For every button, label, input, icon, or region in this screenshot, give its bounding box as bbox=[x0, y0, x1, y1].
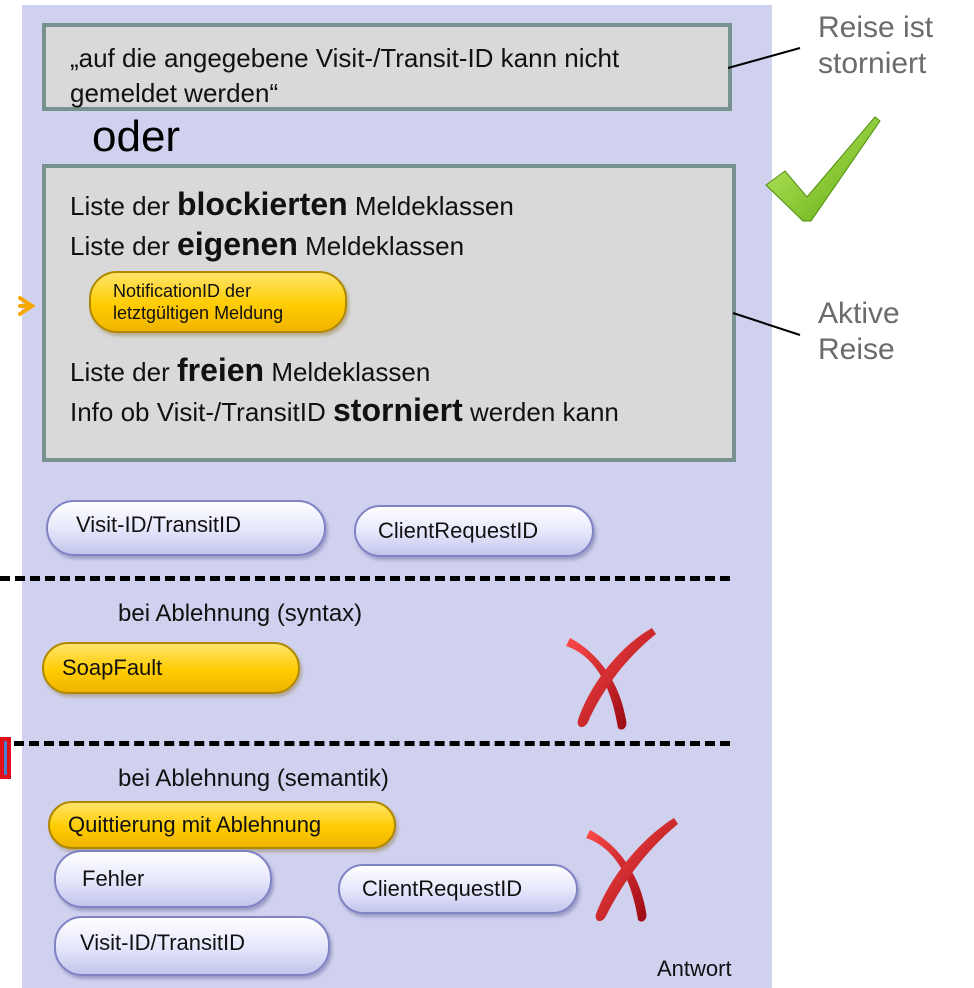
message-text: „auf die angegebene Visit-/Transit-ID ka… bbox=[70, 43, 620, 108]
pill-label: SoapFault bbox=[62, 655, 163, 680]
oder-label: oder bbox=[92, 112, 181, 161]
visit-id-pill-2: Visit-ID/TransitID bbox=[54, 916, 330, 976]
pill-label: NotificationID der letztgültigen Meldung bbox=[113, 281, 284, 323]
client-request-id-pill: ClientRequestID bbox=[354, 505, 594, 557]
line-text: Liste der bbox=[70, 231, 177, 261]
line-text: werden kann bbox=[462, 397, 619, 427]
connector-line-aktiv bbox=[732, 312, 801, 336]
quittierung-pill: Quittierung mit Ablehnung bbox=[48, 801, 396, 849]
soapfault-pill: SoapFault bbox=[42, 642, 300, 694]
line-text: Meldeklassen bbox=[297, 231, 465, 261]
fehler-pill: Fehler bbox=[54, 850, 272, 908]
marker-box bbox=[0, 737, 11, 779]
line-text: Liste der bbox=[70, 357, 177, 387]
client-request-id-pill-2: ClientRequestID bbox=[338, 864, 578, 914]
line-bold: eigenen bbox=[176, 226, 298, 262]
pill-label: ClientRequestID bbox=[378, 518, 539, 543]
notification-id-pill: NotificationID der letztgültigen Meldung bbox=[89, 271, 347, 333]
divider bbox=[0, 576, 730, 581]
pill-label: Visit-ID/TransitID bbox=[76, 512, 242, 537]
cross-icon bbox=[586, 818, 678, 922]
label-reise-storniert: Reise ist storniert bbox=[818, 11, 934, 80]
arrow-icon bbox=[18, 296, 36, 316]
pill-label: ClientRequestID bbox=[362, 876, 523, 901]
blocked-classes-line: Liste der blockierten Meldeklassen bbox=[70, 186, 514, 223]
visit-id-pill: Visit-ID/TransitID bbox=[46, 500, 326, 556]
free-classes-line: Liste der freien Meldeklassen bbox=[70, 352, 430, 389]
line-text: Liste der bbox=[70, 191, 177, 221]
message-box: „auf die angegebene Visit-/Transit-ID ka… bbox=[42, 23, 732, 111]
line-bold: blockierten bbox=[176, 186, 348, 222]
line-text: Info ob Visit-/TransitID bbox=[70, 397, 333, 427]
cross-icon bbox=[566, 628, 656, 730]
pill-label: Fehler bbox=[82, 866, 145, 891]
active-list-box: Liste der blockierten Meldeklassen Liste… bbox=[42, 164, 736, 462]
line-bold: storniert bbox=[332, 392, 463, 428]
cancel-info-line: Info ob Visit-/TransitID storniert werde… bbox=[70, 392, 619, 429]
label-aktive-reise: Aktive Reise bbox=[818, 297, 900, 366]
line-text: Meldeklassen bbox=[347, 191, 514, 221]
divider bbox=[14, 741, 730, 746]
pill-label: Visit-ID/TransitID bbox=[80, 930, 246, 955]
section-syntax-label: bei Ablehnung (syntax) bbox=[118, 600, 363, 627]
line-bold: freien bbox=[176, 352, 265, 388]
section-semantik-label: bei Ablehnung (semantik) bbox=[118, 765, 389, 792]
checkmark-icon bbox=[765, 116, 881, 222]
pill-label: Quittierung mit Ablehnung bbox=[68, 812, 322, 837]
line-text: Meldeklassen bbox=[264, 357, 431, 387]
connector-line-storniert bbox=[727, 47, 801, 69]
own-classes-line: Liste der eigenen Meldeklassen bbox=[70, 226, 464, 263]
footer-antwort: Antwort bbox=[657, 956, 732, 981]
